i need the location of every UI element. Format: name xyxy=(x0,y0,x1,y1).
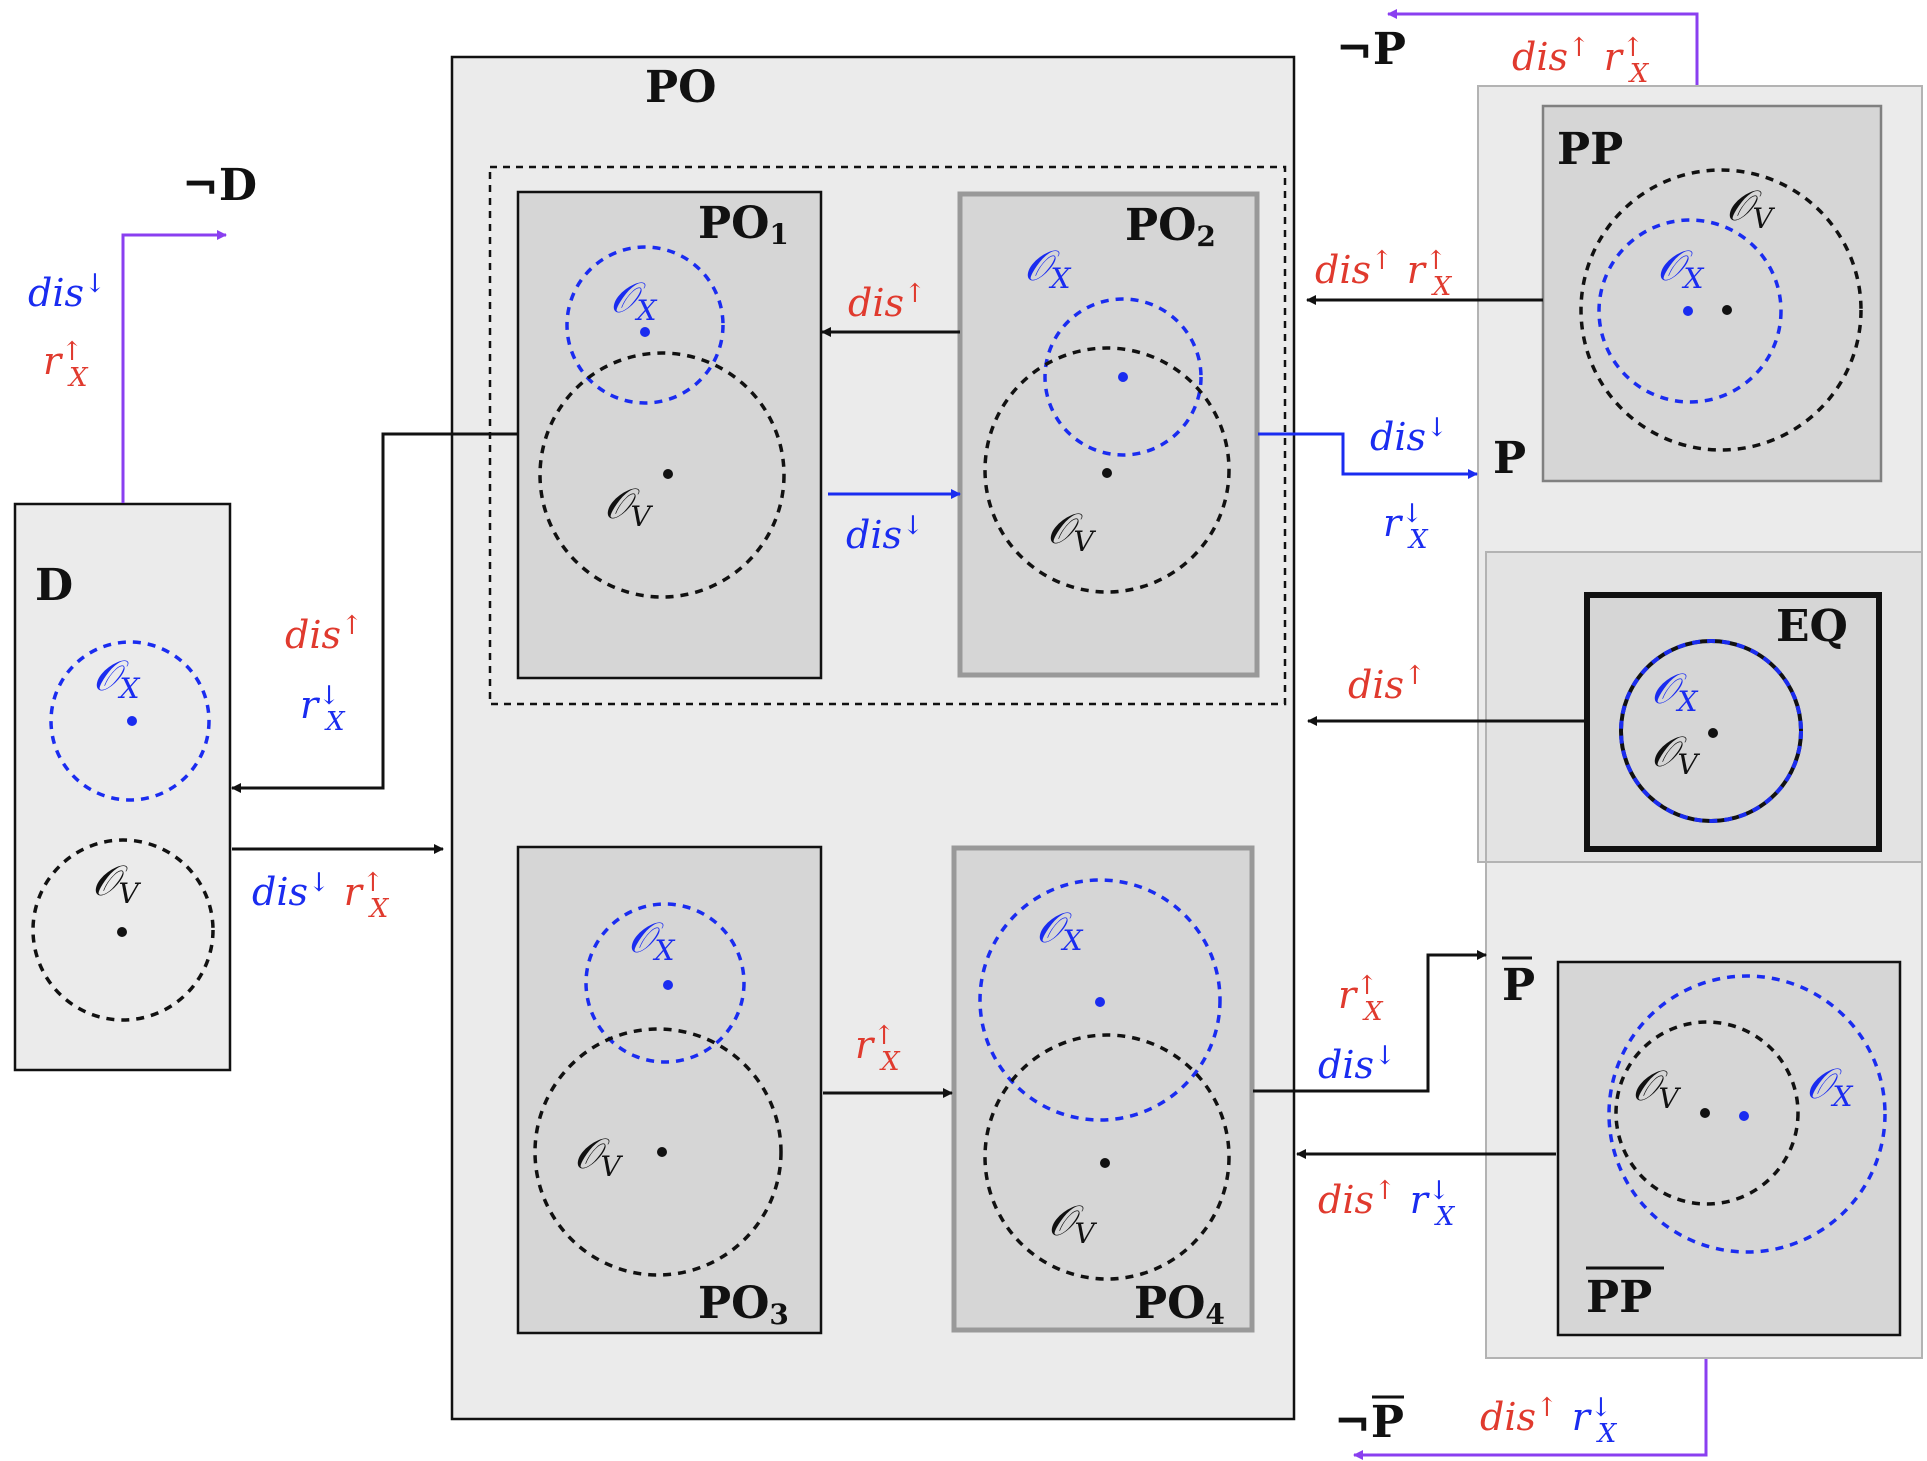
ppbar-ov-center xyxy=(1700,1108,1710,1118)
ppbar-ox-circle xyxy=(1607,974,1887,1254)
pp-ox-center xyxy=(1683,306,1693,316)
arrow-d-po-label: dis↓r↑X xyxy=(252,868,390,924)
po1-label: PO1 xyxy=(698,198,789,251)
po3-box xyxy=(516,845,823,1335)
arrow-po2-to-p xyxy=(1258,432,1478,479)
not-pbar-label: ¬P xyxy=(1334,1397,1404,1448)
d-ox-circle xyxy=(49,640,211,802)
arrow-p-notp-label: dis↑r↑X xyxy=(1512,33,1650,89)
po4-ox-circle xyxy=(978,878,1222,1122)
pp-ov-center xyxy=(1722,305,1732,315)
po1-ox-center xyxy=(640,327,650,337)
pp-ov-circle xyxy=(1579,168,1863,452)
eq-label-text: EQ xyxy=(1776,601,1848,652)
po2-ov-center xyxy=(1102,468,1112,478)
po3-ov-center xyxy=(657,1147,667,1157)
arrow-eq-po-label: dis↑ xyxy=(1348,661,1426,707)
pp-ox-label: 𝒪X xyxy=(1657,241,1704,295)
arrow-po1-to-d xyxy=(231,432,518,793)
arrow-po2-po1-label: dis↑ xyxy=(848,279,926,325)
d-ov-label: 𝒪V xyxy=(92,856,141,910)
not-p-label: ¬P xyxy=(1336,24,1406,75)
d-label: D xyxy=(35,560,73,611)
eq-center xyxy=(1708,728,1718,738)
arrow-po1-d-label-r: r↓X xyxy=(300,681,346,737)
arrow-po4-pbar-label-dis: dis↓ xyxy=(1318,1041,1396,1087)
po4-label: PO4 xyxy=(1134,1278,1225,1331)
not-d-label: ¬D xyxy=(182,160,257,211)
arrow-p-to-notp xyxy=(1387,9,1699,85)
arrow-d-notd-label-dis: dis↓ xyxy=(28,269,106,315)
pp-ox-circle xyxy=(1597,218,1783,404)
arrow-po1-d-label-dis: dis↑ xyxy=(285,611,363,657)
ppbar-ox-center xyxy=(1739,1111,1749,1121)
po4-ov-center xyxy=(1100,1158,1110,1168)
po1-ov-circle xyxy=(538,351,786,599)
eq-ox-circle xyxy=(1619,639,1803,823)
po3-ox-circle xyxy=(584,902,746,1064)
po3-ov-circle xyxy=(533,1027,783,1277)
pbar-label: P xyxy=(1502,960,1535,1011)
po2-ox-center xyxy=(1118,372,1128,382)
arrow-ppbar-po4-label: dis↑r↓X xyxy=(1318,1176,1456,1232)
arrow-d-notd-label-r: r↑X xyxy=(43,337,89,393)
arrow-po3-po4-label: r↑X xyxy=(855,1021,901,1077)
arrow-d-to-notd xyxy=(121,230,227,503)
ppbar-ov-circle xyxy=(1614,1020,1800,1206)
po2-label: PO2 xyxy=(1125,200,1216,253)
arrow-po4-pbar-label-r: r↑X xyxy=(1338,971,1384,1027)
po4-ox-center xyxy=(1095,997,1105,1007)
d-box xyxy=(13,502,232,1072)
po3-label: PO3 xyxy=(698,1278,789,1331)
d-ox-center xyxy=(127,716,137,726)
d-ox-label: 𝒪X xyxy=(93,651,140,705)
pp-label: PP xyxy=(1557,124,1623,175)
po3-ox-center xyxy=(663,980,673,990)
d-ov-circle xyxy=(31,838,215,1022)
arrow-pp-po-label: dis↑r↑X xyxy=(1315,246,1453,302)
d-ov-center xyxy=(117,927,127,937)
ppbar-label: PP xyxy=(1586,1272,1652,1323)
arrow-po2-p-label-r: r↓X xyxy=(1383,499,1429,555)
arrow-po4-to-pbar xyxy=(1253,950,1487,1093)
po1-ov-center xyxy=(663,469,673,479)
po1-ox-circle xyxy=(565,245,725,405)
arrow-pbar-notpbar-label: dis↑r↓X xyxy=(1480,1393,1618,1449)
po-label: PO xyxy=(645,62,716,113)
po2-ox-circle xyxy=(1043,297,1203,457)
p-label: P xyxy=(1493,433,1526,484)
po2-box xyxy=(957,191,1260,678)
arrow-po2-p-label-dis: dis↓ xyxy=(1370,413,1448,459)
po4-ov-circle xyxy=(983,1033,1231,1281)
arrow-pbar-to-notpbar xyxy=(1353,1359,1708,1460)
arrow-po1-po2-label: dis↓ xyxy=(846,511,924,557)
po2-ov-circle xyxy=(983,346,1231,594)
